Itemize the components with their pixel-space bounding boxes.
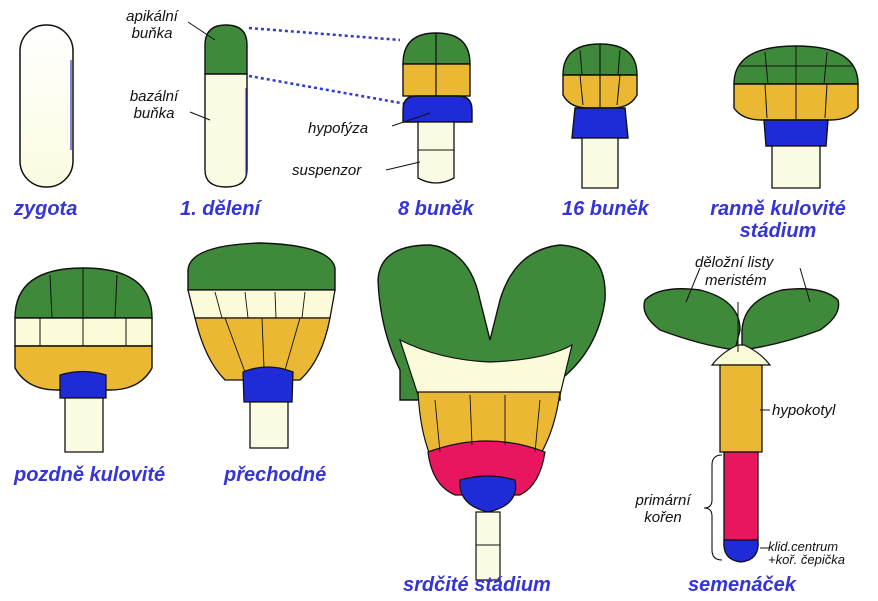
heart-stage-embryo (377, 244, 606, 581)
stage-early-globular-line1: ranně kulovité (710, 198, 846, 220)
label-cotyledons: děložní listy (695, 254, 774, 271)
label-center-line2: +koř. čepička (768, 552, 845, 567)
late-globular-embryo (14, 267, 153, 453)
label-basal-line1: bazální (129, 88, 179, 105)
label-quiescent-center: klid.centrum +koř. čepička (768, 540, 845, 566)
seedling (643, 267, 840, 563)
eight-cell-embryo (385, 32, 473, 184)
label-apical-line1: apikální (126, 8, 178, 25)
label-meristem: meristém (705, 272, 767, 289)
stage-early-globular-line2: stádium (739, 220, 817, 242)
label-basal-cell: bazální buňka (116, 88, 192, 122)
first-division-embryo (187, 21, 413, 188)
label-root-line1: primární (635, 492, 691, 509)
label-hypophysis: hypofýza (308, 120, 369, 137)
transitional-embryo (187, 242, 336, 449)
stage-heart: srdčité stádium (403, 574, 551, 596)
label-root-line2: kořen (644, 509, 682, 526)
early-globular-embryo (733, 45, 859, 189)
stage-eight-cells: 8 buněk (398, 198, 474, 220)
label-primary-root: primární kořen (620, 492, 706, 526)
label-suspensor: suspenzor (292, 162, 362, 179)
label-hypocotyl: hypokotyl (772, 402, 836, 419)
stage-zygota: zygota (14, 198, 78, 220)
stage-seedling: semenáček (688, 574, 796, 596)
stage-late-globular: pozdně kulovité (14, 464, 166, 486)
stage-early-globular: ranně kulovité stádium (696, 198, 860, 242)
stage-first-division: 1. dělení (180, 198, 261, 220)
zygote-cell (19, 24, 74, 188)
label-apical-cell: apikální buňka (114, 8, 190, 42)
label-center-line1: klid.centrum (768, 539, 839, 554)
sixteen-cell-embryo (562, 43, 638, 189)
stage-sixteen-cells: 16 buněk (562, 198, 649, 220)
label-apical-line2: buňka (131, 25, 173, 42)
stage-transitional: přechodné (224, 464, 327, 486)
label-basal-line2: buňka (133, 105, 175, 122)
